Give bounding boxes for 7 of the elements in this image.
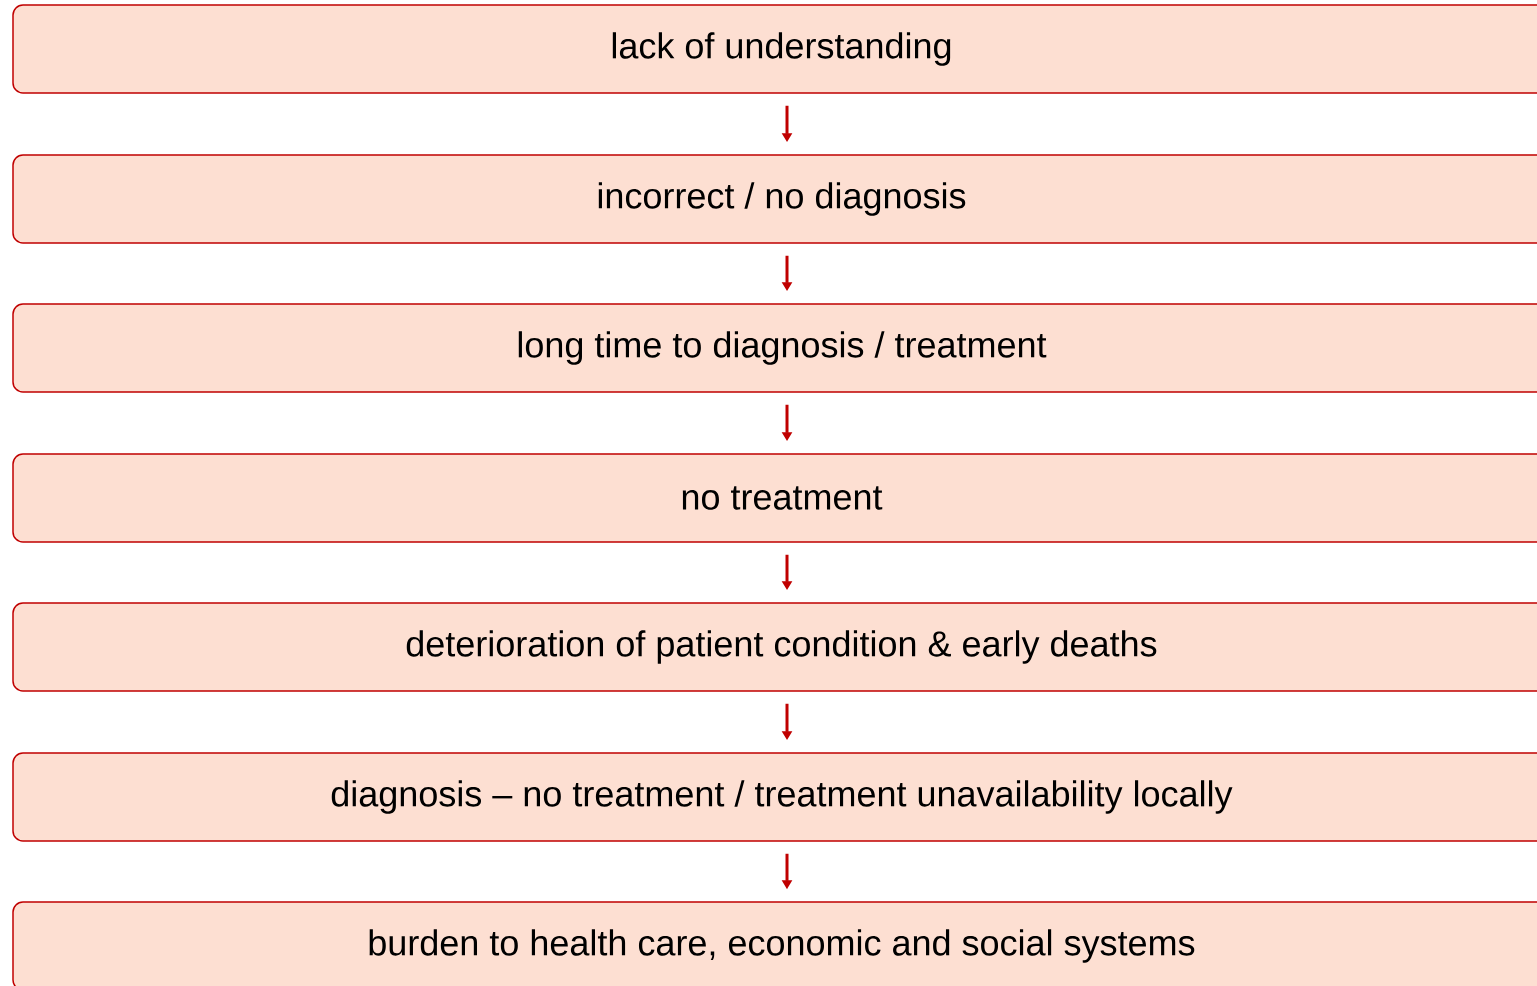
process-box: burden to health care, economic and social systems bbox=[12, 901, 1537, 986]
process-box: long time to diagnosis / treatment bbox=[12, 303, 1537, 393]
process-box: diagnosis – no treatment / treatment unavailability locally bbox=[12, 752, 1537, 842]
process-box: no treatment bbox=[12, 453, 1537, 543]
process-box: incorrect / no diagnosis bbox=[12, 154, 1537, 244]
process-box: deterioration of patient condition & early deaths bbox=[12, 602, 1537, 692]
process-box: lack of understanding bbox=[12, 4, 1537, 94]
